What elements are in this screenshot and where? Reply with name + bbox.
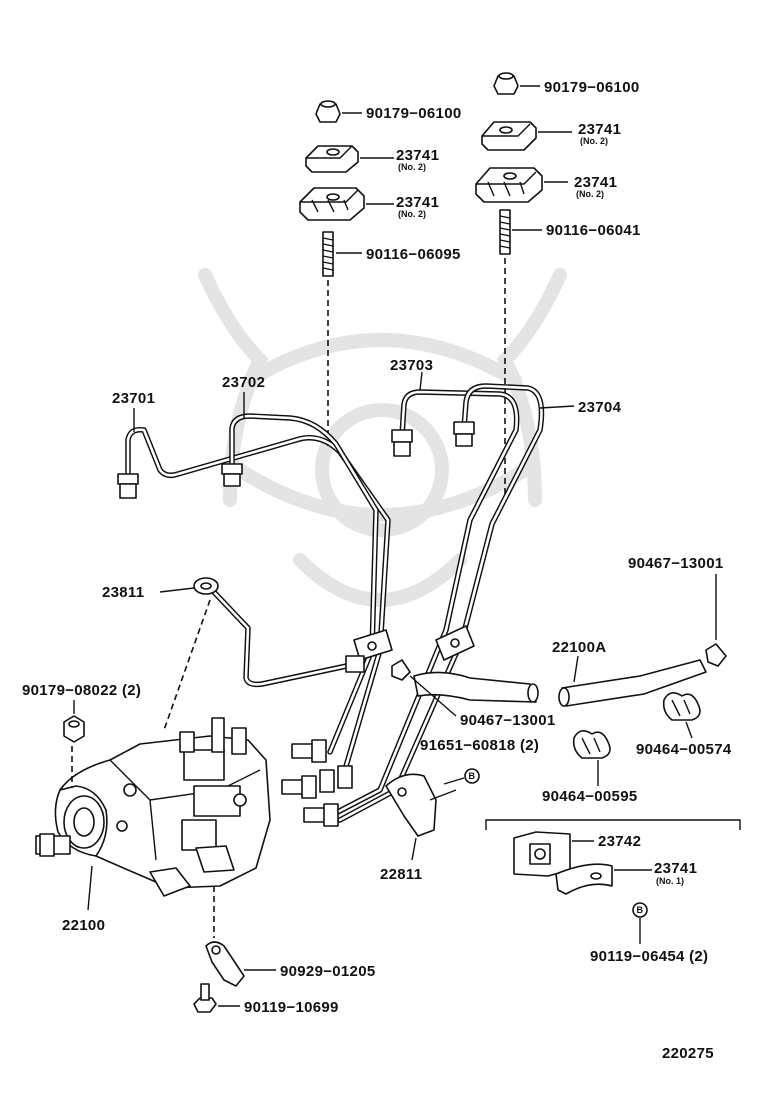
label-90116-06041: 90116−06041 <box>546 222 641 239</box>
clamp-23741-no1 <box>555 863 652 895</box>
injection-pipe-23702 <box>229 413 379 755</box>
hose-clip-90467-13001-right <box>705 574 727 667</box>
hose-clip-90467-13001-left <box>391 659 457 717</box>
bolt-marker-b-91651: B <box>443 768 480 785</box>
nut-90179-06100-left <box>315 100 362 123</box>
injection-pipe-23701 <box>125 426 391 783</box>
label-23703: 23703 <box>390 357 433 374</box>
clip-90464-00574 <box>662 692 701 739</box>
leak-pipe-23811 <box>193 577 365 688</box>
label-23741-upper-right: 23741 <box>578 121 621 138</box>
return-hose-22100A <box>413 659 707 707</box>
bolt-marker-b-90119: B <box>632 902 648 944</box>
watermark-emblem <box>198 268 567 607</box>
label-90119-10699: 90119−10699 <box>244 999 339 1016</box>
label-90929-01205: 90929−01205 <box>280 963 375 980</box>
diagram-number: 220275 <box>662 1045 714 1062</box>
clamp-set-bracket-box <box>485 819 741 830</box>
clamp-23741-upper-right <box>481 121 572 151</box>
label-no2-upper-right: (No. 2) <box>580 136 608 146</box>
injection-pipe-23703 <box>327 389 520 819</box>
label-90179-06100-left: 90179−06100 <box>366 105 461 122</box>
bracket-22811 <box>385 773 457 861</box>
label-90179-08022: 90179−08022 (2) <box>22 682 141 699</box>
label-no1: (No. 1) <box>656 876 684 886</box>
b-marker-label-2: B <box>637 905 644 915</box>
clamp-23741-upper-left <box>305 145 394 173</box>
leader-lines <box>133 371 579 683</box>
clamp-23741-lower-left <box>299 187 394 221</box>
label-90464-00574: 90464−00574 <box>636 741 732 758</box>
label-23741-upper-left: 23741 <box>396 147 439 164</box>
label-23741-lower-left: 23741 <box>396 194 439 211</box>
b-marker-label: B <box>469 771 476 781</box>
label-90116-06095: 90116−06095 <box>366 246 461 263</box>
label-90119-06454: 90119−06454 (2) <box>590 948 708 965</box>
part-labels: 90179−06100 90179−06100 23741 (No. 2) 23… <box>22 79 732 1062</box>
label-23702: 23702 <box>222 374 265 391</box>
label-no2-lower-right: (No. 2) <box>576 189 604 199</box>
label-90467-13001-right: 90467−13001 <box>628 555 723 572</box>
pump-delivery-fittings <box>281 739 353 827</box>
stud-90116-06095 <box>322 231 362 277</box>
label-no2-lower-left: (No. 2) <box>398 209 426 219</box>
bracket-90929-01205 <box>205 941 276 987</box>
injection-pipe-23704 <box>337 383 545 823</box>
guide-line-pump-top <box>163 599 211 731</box>
label-23701: 23701 <box>112 390 155 407</box>
label-22811: 22811 <box>380 866 422 883</box>
injection-pump-22100 <box>35 717 271 911</box>
label-23742: 23742 <box>598 833 641 850</box>
clamp-23741-lower-right <box>475 167 568 203</box>
label-90179-06100-right: 90179−06100 <box>544 79 639 96</box>
stud-90116-06041 <box>499 209 542 255</box>
label-no2-upper-left: (No. 2) <box>398 162 426 172</box>
label-90464-00595: 90464−00595 <box>542 788 637 805</box>
bolt-90119-10699 <box>193 983 240 1013</box>
label-23704: 23704 <box>578 399 622 416</box>
pipe-clamp-lower-right <box>435 625 475 661</box>
label-23811: 23811 <box>102 584 144 601</box>
label-22100: 22100 <box>62 917 105 934</box>
nut-90179-06100-right <box>493 72 540 95</box>
label-91651-60818: 91651−60818 (2) <box>420 737 539 754</box>
label-22100A: 22100A <box>552 639 606 656</box>
washer-90179-08022 <box>63 700 85 743</box>
label-23741-lower-right: 23741 <box>574 174 617 191</box>
pipe-fittings <box>117 421 475 499</box>
clip-90464-00595 <box>572 730 611 786</box>
label-23741-no1: 23741 <box>654 860 697 877</box>
pipe-clamp-lower-left <box>353 629 393 661</box>
label-90467-13001-left: 90467−13001 <box>460 712 555 729</box>
